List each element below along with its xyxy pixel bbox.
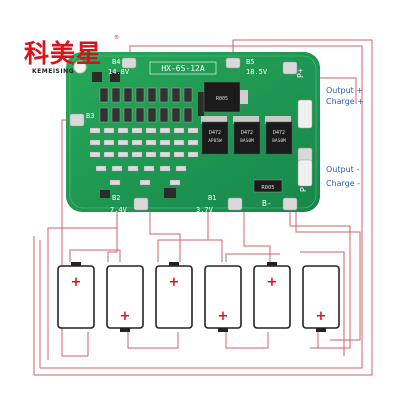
bms-board: R005 D472 AP85W D472 BAS0M D472 BAS0M	[66, 52, 320, 214]
regulator-label: R005	[216, 96, 228, 102]
brand-name-cn: 科美星	[24, 39, 103, 68]
wire-b2-left	[47, 210, 118, 360]
wire-b2-down	[107, 228, 118, 262]
terminal-labels: Output + Charge + Output - Charge -	[326, 86, 364, 188]
pad-label-b1: B1	[208, 194, 216, 202]
mosfet-a: D472 AP85W	[201, 116, 229, 155]
smd-components	[99, 87, 193, 123]
brand-name-en: KEMEISING	[32, 68, 75, 75]
mosfet-c-label: D472	[273, 130, 285, 136]
solder-pads	[69, 57, 313, 211]
shunt-label: R005	[261, 185, 274, 191]
pad-label-b5-voltage: 18.5V	[246, 68, 268, 76]
battery-plus-sign: +	[267, 275, 278, 290]
wire-bot-3	[225, 332, 269, 349]
battery-cell: +	[57, 262, 95, 329]
label-output-minus: Output -	[326, 165, 359, 174]
mosfet-c: D472 BAS0M	[265, 116, 293, 155]
pad-label-b2: B2	[112, 194, 120, 202]
battery-plus-sign: +	[71, 275, 82, 290]
wire-right-3	[300, 251, 345, 356]
battery-cell: +	[204, 265, 242, 332]
label-output-plus: Output +	[326, 86, 363, 95]
regulator-chip	[203, 81, 241, 113]
pad-labels: B4 14.8V B5 18.5V P+ B3 B2 7.4V B1 3.7V …	[86, 58, 308, 214]
battery-plus-sign: +	[120, 309, 131, 324]
battery-plus-sign: +	[218, 309, 229, 324]
shunt-resistor	[253, 179, 283, 193]
mosfet-b: D472 BAS0M	[233, 116, 261, 155]
battery-terminal	[218, 328, 228, 332]
wire-b1-down2	[208, 239, 223, 262]
pad-b5	[225, 57, 241, 69]
mosfet-a-sublabel: AP85W	[208, 138, 222, 144]
battery-terminal	[71, 262, 81, 266]
mosfet-c-sublabel: BAS0M	[272, 138, 286, 144]
wire-right-2	[289, 210, 351, 349]
battery-cell: +	[302, 265, 340, 332]
pad-p-plus	[282, 61, 298, 75]
pad-label-b2-voltage: 7.4V	[110, 206, 128, 214]
battery-plus-sign: +	[316, 309, 327, 324]
pad-b1	[227, 197, 243, 211]
battery-terminal	[316, 328, 326, 332]
mounting-hole	[73, 60, 87, 74]
smd-resistors	[89, 127, 199, 186]
battery-terminal	[120, 328, 130, 332]
battery-plus-sign: +	[169, 275, 180, 290]
wire-b1-down	[157, 210, 209, 262]
battery-cell: +	[106, 265, 144, 332]
battery-row: + + + + + +	[57, 262, 340, 332]
wire-p-plus	[313, 77, 357, 104]
pad-b2	[133, 197, 149, 211]
pad-label-b5: B5	[246, 58, 254, 66]
mosfet-a-label: D472	[209, 130, 221, 136]
pad-b3	[69, 113, 85, 127]
pad-label-b-minus: B-	[262, 199, 272, 208]
pad-b-minus	[282, 197, 298, 211]
smd-ic-row	[92, 72, 204, 198]
wire-b3-down	[149, 210, 181, 262]
pad-label-b4: B4	[112, 58, 120, 66]
registered-mark: ®	[114, 35, 119, 41]
battery-cell: +	[253, 262, 291, 329]
battery-terminal	[267, 262, 277, 266]
wire-bot-2	[127, 332, 179, 349]
battery-terminal	[169, 262, 179, 266]
board-model: HX-6S-12A	[161, 64, 205, 73]
battery-cell: +	[155, 262, 193, 329]
wire-bot-5	[69, 249, 121, 262]
mosfet-b-label: D472	[241, 130, 253, 136]
label-charge-minus: Charge -	[326, 179, 360, 188]
label-charge-plus: Charge +	[326, 97, 364, 106]
brand-logo: 科美星 ® KEMEISING	[24, 34, 124, 80]
wire-bot-6	[225, 253, 280, 262]
mosfet-b-sublabel: BAS0M	[240, 138, 254, 144]
wire-b5-outer	[34, 39, 373, 376]
pad-label-p-plus: P+	[296, 68, 305, 78]
pad-label-p-minus: P-	[299, 182, 308, 192]
pad-b4	[121, 57, 137, 69]
pad-label-b1-voltage: 3.7V	[196, 206, 214, 214]
pad-label-b4-voltage: 14.8V	[108, 68, 130, 76]
pad-label-b3: B3	[86, 112, 94, 120]
